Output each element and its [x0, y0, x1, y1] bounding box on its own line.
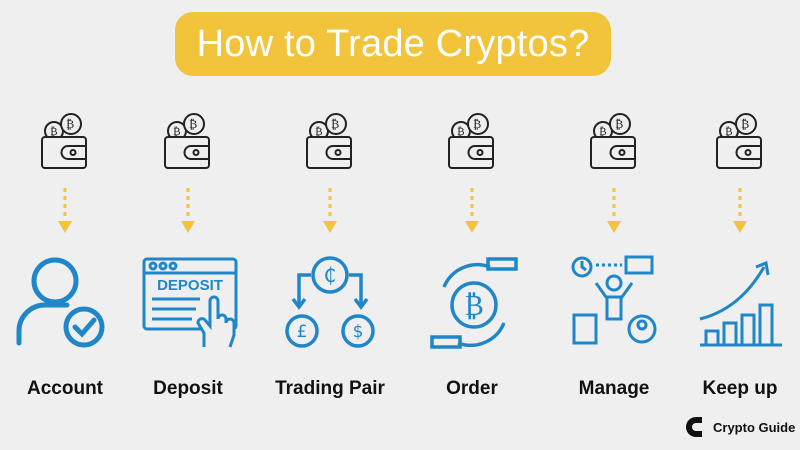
- title-banner: How to Trade Cryptos?: [175, 12, 611, 76]
- step-label: Deposit: [153, 378, 223, 399]
- step-keep-up: ₿ ₿ Keep up: [680, 110, 800, 410]
- down-arrow-icon: [465, 188, 479, 233]
- step-label: Trading Pair: [275, 378, 385, 399]
- wallet-bitcoin-icon: ₿ ₿: [448, 113, 494, 169]
- svg-text:₿: ₿: [66, 117, 74, 131]
- wallet-bitcoin-icon: ₿ ₿: [716, 113, 762, 169]
- wallet-bitcoin-icon: ₿ ₿: [41, 113, 87, 169]
- step-trading-pair: ₿ ₿ ₵ £ $ Trading Pair: [270, 110, 390, 410]
- svg-text:₿: ₿: [173, 125, 181, 138]
- deposit-screen-text: DEPOSIT: [157, 277, 223, 294]
- deposit-icon: DEPOSIT: [142, 257, 238, 348]
- keep-up-icon: [699, 260, 782, 347]
- step-label: Account: [27, 378, 103, 399]
- svg-text:₿: ₿: [315, 125, 323, 138]
- svg-text:₿: ₿: [615, 117, 623, 131]
- brand-name: Crypto Guide: [713, 419, 796, 435]
- wallet-bitcoin-icon: ₿ ₿: [306, 113, 352, 169]
- step-order: ₿ ₿ ₿ Order: [412, 110, 532, 410]
- step-account: ₿ ₿ Account: [5, 110, 125, 410]
- svg-text:₿: ₿: [331, 117, 339, 131]
- step-manage: ₿ ₿ Manage: [554, 110, 674, 410]
- brand-logo: Crypto Guide: [686, 416, 795, 438]
- step-label: Order: [446, 378, 498, 399]
- down-arrow-icon: [58, 188, 72, 233]
- account-icon: [16, 257, 105, 348]
- step-label: Manage: [578, 378, 650, 399]
- svg-text:₿: ₿: [741, 117, 749, 131]
- svg-text:₿: ₿: [189, 117, 197, 131]
- page-title: How to Trade Cryptos?: [196, 22, 590, 65]
- trading-pair-icon: ₵ £ $: [285, 256, 375, 348]
- svg-text:₿: ₿: [473, 117, 481, 131]
- down-arrow-icon: [733, 188, 747, 233]
- svg-text:₿: ₿: [725, 125, 733, 138]
- step-label: Keep up: [702, 378, 778, 399]
- down-arrow-icon: [181, 188, 195, 233]
- svg-text:£: £: [297, 322, 308, 342]
- svg-text:₿: ₿: [464, 289, 483, 322]
- down-arrow-icon: [323, 188, 337, 233]
- svg-text:₿: ₿: [50, 125, 58, 138]
- svg-text:₿: ₿: [457, 125, 465, 138]
- wallet-bitcoin-icon: ₿ ₿: [164, 113, 210, 169]
- svg-text:$: $: [353, 322, 364, 342]
- manage-icon: [571, 255, 657, 345]
- down-arrow-icon: [607, 188, 621, 233]
- svg-text:₵: ₵: [324, 263, 337, 287]
- order-icon: ₿: [430, 257, 518, 349]
- wallet-bitcoin-icon: ₿ ₿: [590, 113, 636, 169]
- step-deposit: ₿ ₿ DEPOSIT Deposit: [128, 110, 248, 410]
- svg-text:₿: ₿: [599, 125, 607, 138]
- crypto-guide-logo-icon: [686, 417, 702, 437]
